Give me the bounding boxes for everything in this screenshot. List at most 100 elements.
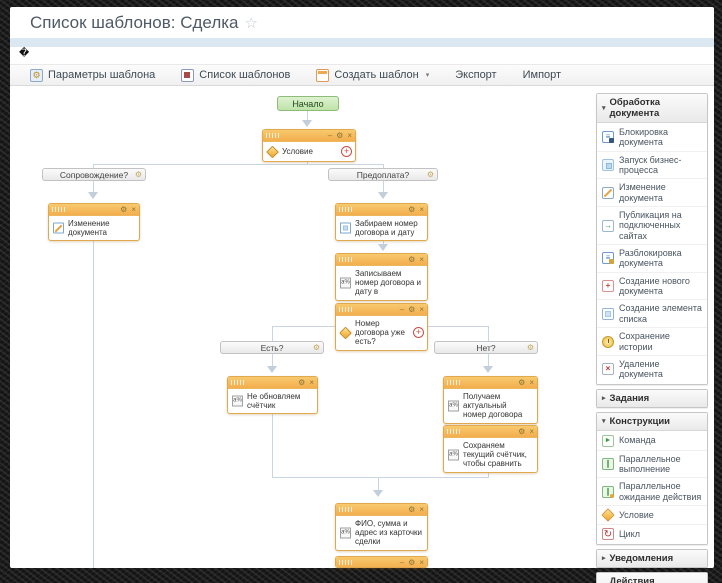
sidebar-section-header[interactable]: ▸Задания (597, 390, 707, 407)
settings-gear-icon[interactable]: ⚙ (518, 377, 525, 388)
sidebar-action-item[interactable]: Параллельное ожидание действия (597, 477, 707, 505)
import-button[interactable]: Импорт (523, 69, 561, 81)
settings-gear-icon[interactable]: ⚙ (408, 204, 415, 215)
close-icon[interactable]: × (419, 504, 424, 515)
sidebar-action-item[interactable]: Условие (597, 505, 707, 524)
close-icon[interactable]: × (131, 204, 136, 215)
block-header[interactable]: ⚙× (336, 504, 427, 516)
block-header[interactable]: ⚙× (444, 426, 537, 438)
sidebar-action-item[interactable]: Изменение документа (597, 178, 707, 206)
add-branch-icon[interactable]: + (413, 327, 424, 338)
block-clipped-bottom[interactable]: –⚙ × (335, 556, 428, 568)
sidebar-action-label: Создание элемента списка (619, 303, 702, 324)
sidebar-action-item[interactable]: Блокировка документа (597, 124, 707, 151)
sidebar-action-item[interactable]: Сохранение истории (597, 327, 707, 355)
drag-grip-icon[interactable] (339, 257, 352, 262)
condition-block-uslovie[interactable]: –⚙× Условие + (262, 129, 356, 162)
drag-grip-icon[interactable] (339, 507, 352, 512)
drag-grip-icon[interactable] (339, 207, 352, 212)
sidebar-action-item[interactable]: Создание нового документа (597, 272, 707, 300)
parallel-wait-icon (602, 486, 614, 498)
sidebar-action-item[interactable]: Создание элемента списка (597, 299, 707, 327)
branch-gear-icon[interactable]: ⚙ (427, 169, 434, 181)
close-icon[interactable]: × (419, 254, 424, 265)
drag-grip-icon[interactable] (52, 207, 65, 212)
condition-block-nomer-est[interactable]: –⚙× Номер договора уже есть? + (335, 303, 428, 351)
favorite-star-icon[interactable]: ☆ (245, 15, 258, 32)
block-header[interactable]: ⚙× (336, 254, 427, 266)
branch-gear-icon[interactable]: ⚙ (527, 342, 534, 354)
close-icon[interactable]: × (419, 304, 424, 315)
block-header[interactable]: ⚙× (336, 204, 427, 216)
block-label: Изменение документа (68, 219, 134, 237)
sidebar-section-header[interactable]: ▾Конструкции (597, 413, 707, 430)
close-icon[interactable]: × (309, 377, 314, 388)
sidebar-section-label: Конструкции (610, 416, 671, 427)
branch-gear-icon[interactable]: ⚙ (135, 169, 142, 181)
close-icon[interactable]: × (529, 377, 534, 388)
sidebar-section-header[interactable]: ▸Действия приложений (597, 573, 707, 583)
block-header[interactable]: ⚙× (444, 377, 537, 389)
settings-gear-icon[interactable]: ⚙ (408, 254, 415, 265)
settings-gear-icon[interactable]: ⚙ (336, 130, 343, 141)
template-params-button[interactable]: Параметры шаблона (30, 69, 155, 82)
sidebar-action-item[interactable]: Запуск бизнес-процесса (597, 151, 707, 179)
block-sohranyaem-schetchik[interactable]: ⚙× Сохраняем текущий счётчик, чтобы срав… (443, 425, 538, 473)
branch-soprovozhdenie[interactable]: Сопровождение? ⚙ (42, 168, 146, 181)
drag-grip-icon[interactable] (339, 307, 352, 312)
branch-predoplata[interactable]: Предоплата? ⚙ (328, 168, 438, 181)
settings-gear-icon[interactable]: ⚙ (298, 377, 305, 388)
sidebar-action-item[interactable]: Цикл (597, 524, 707, 543)
create-template-button[interactable]: Создать шаблон ▾ (316, 69, 429, 82)
sidebar-action-label: Создание нового документа (619, 276, 702, 297)
branch-net[interactable]: Нет? ⚙ (434, 341, 538, 354)
branch-est[interactable]: Есть? ⚙ (220, 341, 324, 354)
block-header[interactable]: ⚙× (228, 377, 317, 389)
sidebar-action-item[interactable]: Публикация на подключенных сайтах (597, 206, 707, 244)
block-poluchaem-nomer[interactable]: ⚙× Получаем актуальный номер договора (443, 376, 538, 424)
close-icon[interactable]: × (347, 130, 352, 141)
sidebar-action-item[interactable]: Разблокировка документа (597, 244, 707, 272)
add-branch-icon[interactable]: + (341, 146, 352, 157)
sidebar-section-header[interactable]: ▸Уведомления (597, 550, 707, 567)
block-header[interactable]: –⚙ × (336, 557, 427, 568)
block-header[interactable]: –⚙ × (263, 130, 355, 142)
minimize-icon[interactable]: – (328, 130, 332, 141)
sidebar-action-item[interactable]: Удаление документа (597, 355, 707, 383)
export-button[interactable]: Экспорт (455, 69, 496, 81)
close-icon[interactable]: × (419, 204, 424, 215)
block-label: Не обновляем счётчик (247, 392, 312, 410)
block-zapisyvaem-nomer[interactable]: ⚙× Записываем номер договора и дату в (335, 253, 428, 301)
block-header[interactable]: –⚙ × (336, 304, 427, 316)
sidebar-action-item[interactable]: Параллельное выполнение (597, 450, 707, 478)
settings-gear-icon[interactable]: ⚙ (408, 557, 415, 568)
block-header[interactable]: ⚙× (49, 204, 139, 216)
settings-gear-icon[interactable]: ⚙ (408, 304, 415, 315)
drag-grip-icon[interactable] (231, 380, 244, 385)
template-list-button[interactable]: Список шаблонов (181, 69, 290, 82)
settings-gear-icon[interactable]: ⚙ (518, 426, 525, 437)
sidebar-section: ▸Задания (596, 389, 708, 408)
branch-gear-icon[interactable]: ⚙ (313, 342, 320, 354)
drag-grip-icon[interactable] (447, 380, 460, 385)
close-icon[interactable]: × (419, 557, 424, 568)
settings-gear-icon[interactable]: ⚙ (120, 204, 127, 215)
minimize-icon[interactable]: – (400, 557, 404, 568)
close-icon[interactable]: × (529, 426, 534, 437)
template-params-label: Параметры шаблона (48, 69, 155, 81)
create-template-icon (316, 69, 329, 82)
template-settings-icon (30, 69, 43, 82)
sidebar-section-header[interactable]: ▾Обработка документа (597, 94, 707, 122)
drag-grip-icon[interactable] (447, 429, 460, 434)
drag-grip-icon[interactable] (339, 560, 352, 565)
sidebar-action-item[interactable]: Команда (597, 432, 707, 450)
block-fio-summa-adres[interactable]: ⚙× ФИО, сумма и адрес из карточки сделки (335, 503, 428, 551)
settings-gear-icon[interactable]: ⚙ (408, 504, 415, 515)
drag-grip-icon[interactable] (266, 133, 279, 138)
block-zabiraem-nomer[interactable]: ⚙× Забираем номер договора и дату (335, 203, 428, 241)
block-izmenenie-dokumenta[interactable]: ⚙× Изменение документа (48, 203, 140, 241)
delete-document-icon (602, 363, 614, 375)
minimize-icon[interactable]: – (400, 304, 404, 315)
block-ne-obnovlyaem[interactable]: ⚙× Не обновляем счётчик (227, 376, 318, 414)
start-node[interactable]: Начало (277, 96, 339, 111)
